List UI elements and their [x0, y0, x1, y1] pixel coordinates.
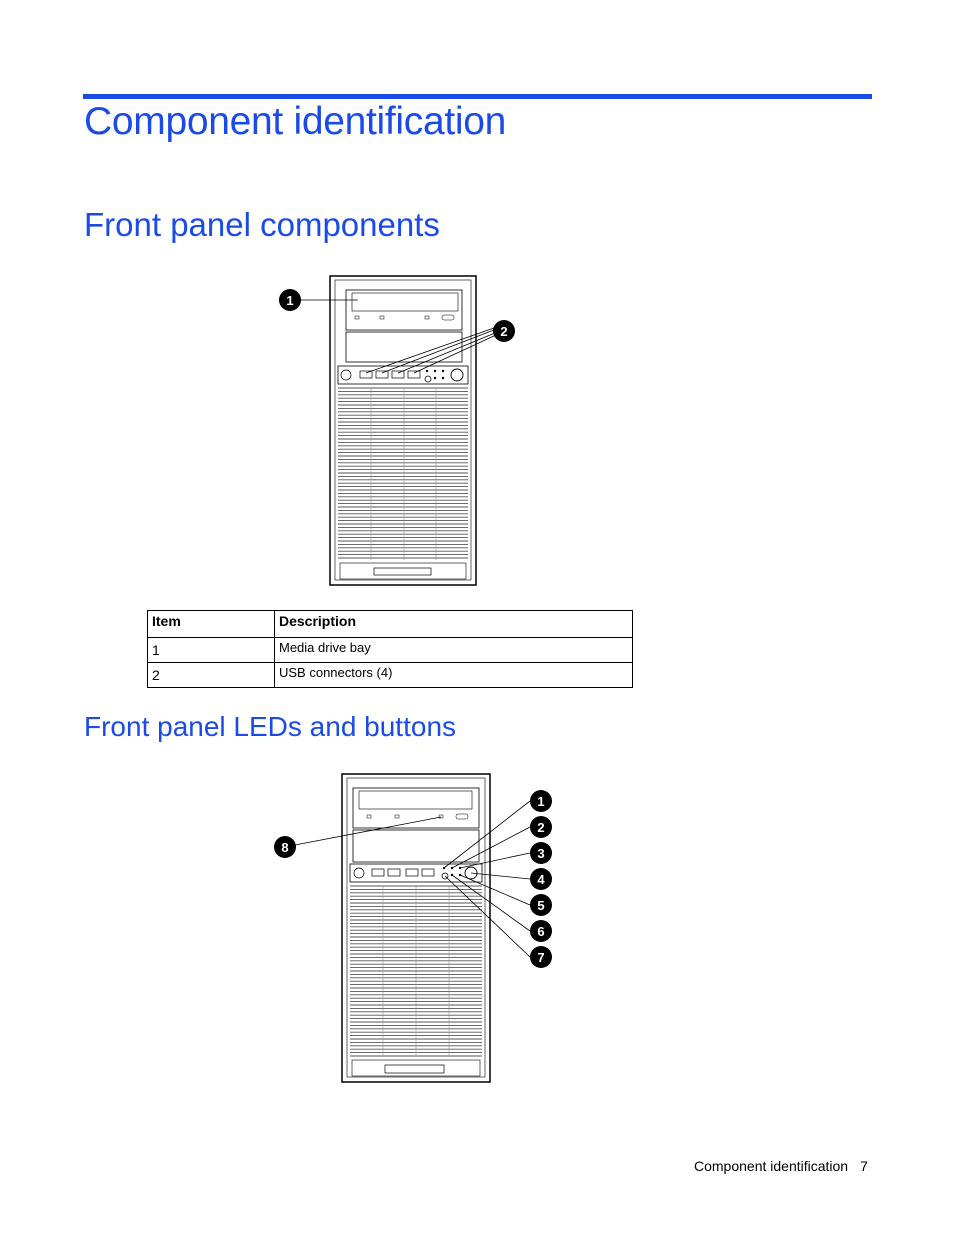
- usb-port-icon: [421, 868, 435, 877]
- section-title-front-panel: Front panel components: [84, 206, 440, 243]
- uid-button-icon: [340, 369, 352, 381]
- callout-4: 4: [530, 868, 552, 890]
- front-panel-components-table: Item Description 1 Media drive bay 2 USB…: [147, 610, 633, 688]
- table-cell-item: 2: [147, 662, 275, 688]
- callout-1: 1: [530, 790, 552, 812]
- power-button-icon: [464, 866, 478, 880]
- section-title-leds-buttons: Front panel LEDs and buttons: [84, 711, 457, 742]
- table-cell-item: 1: [147, 637, 275, 663]
- table-row: 1 Media drive bay: [147, 637, 633, 663]
- callout-group: 1 2 3 4 5 6 7 8: [274, 790, 552, 968]
- chapter-title: Component identification: [84, 100, 507, 143]
- footer-section-title: Component identification: [694, 1158, 849, 1174]
- svg-text:3: 3: [537, 846, 544, 861]
- usb-port-icon: [387, 868, 401, 877]
- callout-7: 7: [530, 946, 552, 968]
- uid-button-icon: [353, 867, 365, 879]
- leader-lines: [294, 800, 531, 958]
- callout-1: 1: [279, 289, 301, 311]
- table-cell-description: USB connectors (4): [274, 662, 633, 688]
- usb-port-icon: [359, 370, 373, 379]
- media-drive-bay: [345, 289, 463, 331]
- table-cell-description: Media drive bay: [274, 637, 633, 663]
- chapter-rule: [83, 94, 872, 99]
- usb-port-icon: [391, 370, 405, 379]
- page-footer: Component identification 7: [694, 1158, 868, 1174]
- nic-button-icon: [441, 872, 449, 880]
- model-label-plate: [384, 1064, 445, 1074]
- model-label-plate: [373, 567, 432, 576]
- usb-port-icon: [407, 370, 421, 379]
- column-header-description: Description: [274, 610, 633, 638]
- page-number: 7: [860, 1158, 868, 1174]
- callout-3: 3: [530, 842, 552, 864]
- callout-5: 5: [530, 894, 552, 916]
- svg-text:8: 8: [281, 840, 288, 855]
- svg-text:5: 5: [537, 898, 544, 913]
- svg-text:2: 2: [500, 324, 507, 339]
- svg-text:1: 1: [286, 293, 293, 308]
- svg-text:7: 7: [537, 950, 544, 965]
- usb-port-icon: [371, 868, 385, 877]
- usb-port-icon: [375, 370, 389, 379]
- callout-6: 6: [530, 920, 552, 942]
- power-button-icon: [450, 368, 464, 382]
- svg-text:2: 2: [537, 820, 544, 835]
- server-tower-illustration: [329, 275, 477, 586]
- front-panel-leds-figure: 1 2 3 4 5 6 7 8: [274, 773, 552, 1083]
- front-io-panel: [349, 863, 483, 883]
- front-vent-grille: [338, 387, 468, 560]
- front-vent-grille: [350, 885, 482, 1057]
- media-drive-bay: [352, 787, 480, 829]
- svg-text:1: 1: [537, 794, 544, 809]
- table-row: 2 USB connectors (4): [147, 662, 633, 688]
- nic-button-icon: [424, 375, 432, 383]
- server-tower-illustration: [341, 773, 491, 1083]
- usb-port-icon: [405, 868, 419, 877]
- callout-2: 2: [530, 816, 552, 838]
- callout-2: 2: [493, 320, 515, 342]
- column-header-item: Item: [147, 610, 275, 638]
- svg-text:6: 6: [537, 924, 544, 939]
- leader-lines: [300, 299, 497, 374]
- callout-8: 8: [274, 836, 296, 858]
- front-io-panel: [337, 365, 469, 385]
- svg-text:4: 4: [537, 872, 545, 887]
- table-header-row: Item Description: [147, 610, 633, 638]
- front-panel-components-figure: 1 2: [279, 275, 515, 586]
